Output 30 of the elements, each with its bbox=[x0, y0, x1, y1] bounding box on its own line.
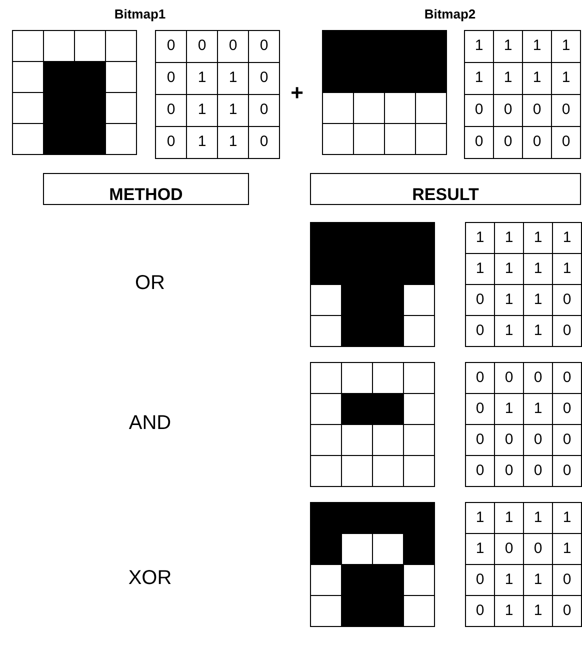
table-cell: 0 bbox=[551, 126, 581, 159]
table-cell: 0 bbox=[155, 30, 187, 63]
header-box bbox=[310, 173, 581, 205]
table-cell: 1 bbox=[465, 222, 495, 254]
table-cell: 0 bbox=[465, 595, 495, 627]
table-cell: 0 bbox=[155, 126, 187, 159]
table-cell: 0 bbox=[248, 30, 280, 63]
bitmap-title: Bitmap1 bbox=[114, 8, 166, 20]
table-cell: 1 bbox=[552, 502, 582, 534]
operation-name: AND bbox=[128, 413, 172, 433]
table-cell: 0 bbox=[465, 362, 495, 394]
table-cell: 0 bbox=[465, 455, 495, 487]
header-text: RESULT bbox=[412, 186, 479, 204]
table-cell: 0 bbox=[464, 126, 494, 159]
table-cell: 0 bbox=[552, 455, 582, 487]
table-cell: 1 bbox=[552, 222, 582, 254]
operation-name: XOR bbox=[128, 568, 172, 588]
table-cell: 0 bbox=[552, 595, 582, 627]
table-cell: 0 bbox=[465, 315, 495, 347]
table-cell: 1 bbox=[464, 30, 494, 63]
table-cell: 0 bbox=[248, 126, 280, 159]
header-box bbox=[43, 173, 249, 205]
table-cell: 1 bbox=[465, 502, 495, 534]
plus-sign: + bbox=[290, 82, 304, 104]
table-cell: 1 bbox=[551, 30, 581, 63]
header-text: METHOD bbox=[109, 186, 183, 204]
operation-name: OR bbox=[135, 273, 165, 293]
table-cell: 0 bbox=[552, 315, 582, 347]
bitmap-title: Bitmap2 bbox=[424, 8, 476, 20]
table-cell: 0 bbox=[552, 362, 582, 394]
